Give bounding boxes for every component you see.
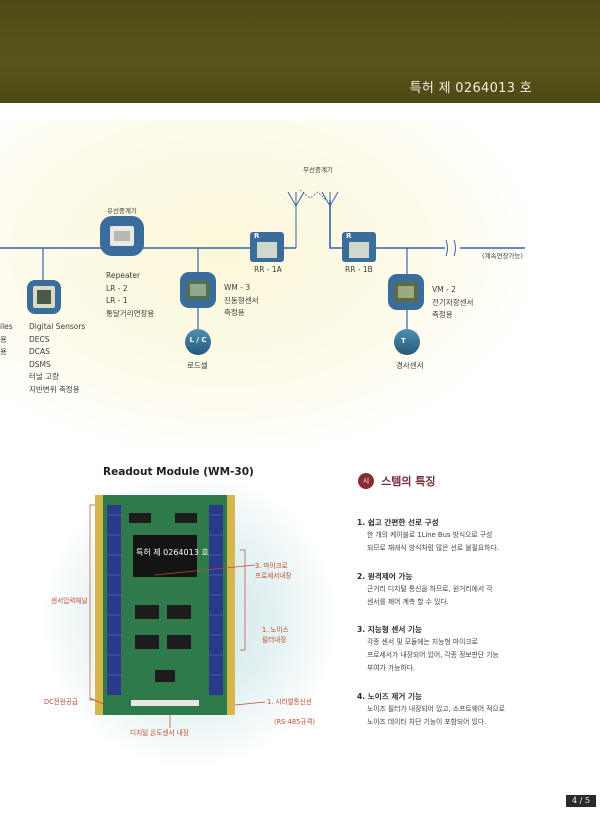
wired-relay-label: 유선중계기 [107,207,137,215]
vm2-sensor-icon [388,274,424,310]
feature-item: 3. 지능형 센서 기능 각종 센서 및 모듈에는 지능형 마이크로 프로세서가… [357,625,499,672]
callout-lines [89,504,266,728]
features-heading: 스템의 특징 [381,474,436,488]
feature-item: 1. 쉽고 간편한 선로 구성 한 개의 케이블로 1Line Bus 방식으로… [357,518,499,552]
rr1b-badge: R [346,232,352,240]
diagram-glow [0,120,530,450]
antenna-icon [287,191,339,208]
page-number: 4 / 5 [566,795,596,807]
tilt-sensor-icon [394,329,420,355]
wireless-relay-label: 무선중계기 [303,166,333,174]
rr1a-icon [250,232,284,262]
features-badge: 시 [358,472,374,489]
header-band [0,0,600,103]
digital-sensors-label: Digital Sensors DECS DCAS DSMS 터널 고량 지반변… [29,322,86,394]
wm3-sensor-icon [180,272,216,308]
feature-item: 4. 노이즈 제거 기능 노이즈 필터가 내장되어 있고, 소프트웨어 적으로 … [357,692,506,726]
lc-badge: L / C [189,336,207,344]
load-cell-icon [185,329,211,355]
lc-caption: 로드셀 [187,361,208,370]
vm2-label: VM - 2 전기저항센서 측정용 [432,285,474,319]
extension-label: (계속연장가능) [482,252,523,260]
callout-serial: 1. 시리얼통신선 [267,698,312,706]
patent-number: 특허 제 0264013 호 [409,81,532,96]
left-cut-text: iles 용 용 [0,322,13,356]
rr1b-icon [342,232,376,262]
break-mark [445,239,456,257]
repeater-label: Repeater LR - 2 LR - 1 통달거리연장용 [106,271,155,318]
t-caption: 경사센서 [396,361,424,370]
t-badge: T [401,337,406,345]
callout-dc-power: DC전원공급 [44,698,78,706]
board-photo [95,495,235,715]
feature-item: 2. 원격제어 가능 근거리 디지털 통신을 하므로, 원거리에서 각 센서를 … [357,572,493,606]
rr1a-badge: R [254,232,260,240]
callout-sensor-input: 센서입력채널 [51,597,88,605]
rr1a-label: RR - 1A [254,265,282,274]
features-title: 시 스템의 특징 [358,470,436,489]
rr1b-label: RR - 1B [345,265,373,274]
callout-noise: 1. 노이스 필터내장 [262,626,289,644]
module-title: Readout Module (WM-30) [103,466,254,478]
wm3-label: WM - 3 진동형센서 측정용 [224,283,259,317]
network-diagram [0,189,525,355]
callout-microprocessor: 3. 마이크로 프로세서내장 [255,562,292,580]
callout-digital-temp: 디지털 온도센서 내장 [130,729,189,737]
digital-sensor-icon [27,280,61,314]
repeater-icon [100,216,144,256]
callout-serial-spec: (RS-485규격) [274,718,316,726]
board-stamp: 특허 제 0264013 호 [136,548,209,557]
